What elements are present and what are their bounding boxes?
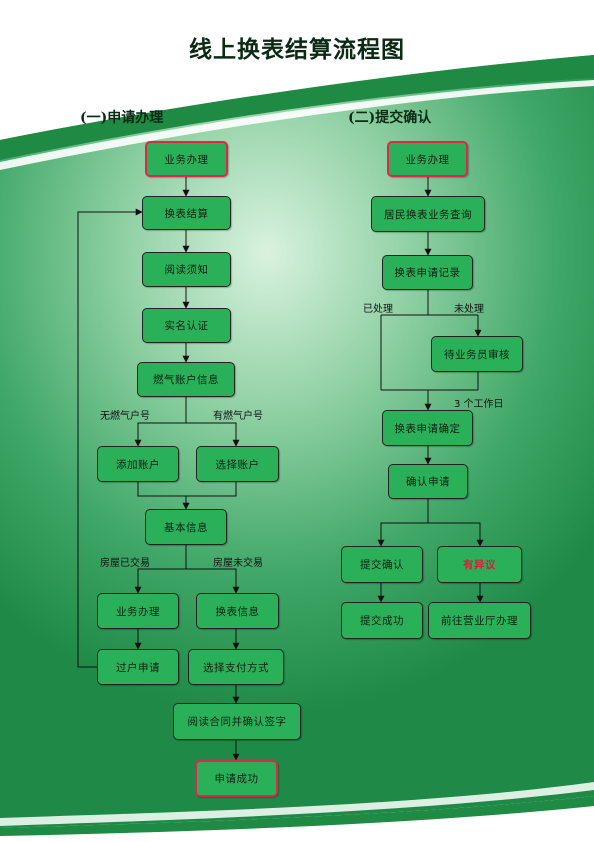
node-apply-success: 申请成功 bbox=[195, 760, 278, 797]
section-title-apply: (一)申请办理 bbox=[80, 110, 164, 126]
node-c-confirm-apply: 确认申请 bbox=[388, 464, 468, 499]
node-basic-info: 基本信息 bbox=[145, 509, 227, 545]
node-realname: 实名认证 bbox=[142, 308, 231, 343]
node-business: 业务办理 bbox=[145, 141, 228, 177]
node-select-account: 选择账户 bbox=[196, 446, 279, 482]
node-c-pending-review: 待业务员审核 bbox=[431, 336, 523, 372]
node-c-resident-query: 居民换表业务查询 bbox=[371, 196, 485, 232]
node-select-payment: 选择支付方式 bbox=[188, 649, 284, 685]
label-unprocessed: 未处理 bbox=[454, 304, 484, 315]
node-read-contract: 阅读合同并确认签字 bbox=[173, 703, 301, 740]
section-title-confirm: (二)提交确认 bbox=[348, 110, 432, 126]
node-read-notice: 阅读须知 bbox=[142, 252, 231, 287]
split-basicinfo-right bbox=[186, 568, 240, 594]
split-gasinfo-right bbox=[186, 422, 240, 447]
node-transfer-apply: 过户申请 bbox=[97, 649, 179, 685]
bottom-swoosh-dark bbox=[0, 796, 594, 836]
node-c-apply-confirm: 换表申请确定 bbox=[382, 410, 473, 446]
bottom-swoosh-light bbox=[0, 782, 594, 826]
label-house-traded: 房屋已交易 bbox=[100, 558, 150, 569]
node-c-submit-confirm: 提交确认 bbox=[341, 546, 423, 583]
node-c-business: 业务办理 bbox=[387, 141, 468, 177]
label-house-untraded: 房屋未交易 bbox=[213, 558, 263, 569]
label-has-account: 有燃气户号 bbox=[213, 411, 263, 422]
split-gasinfo bbox=[134, 397, 187, 447]
node-c-go-hall: 前往营业厅办理 bbox=[428, 602, 531, 639]
label-workdays: 3 个工作日 bbox=[454, 399, 504, 410]
top-swoosh-light bbox=[0, 80, 594, 170]
top-banner bbox=[0, 0, 594, 140]
merge-select-account bbox=[182, 482, 237, 510]
top-swoosh-dark bbox=[0, 55, 594, 160]
node-add-account: 添加账户 bbox=[97, 446, 179, 482]
node-meter-info: 换表信息 bbox=[196, 593, 279, 629]
node-gas-account-info: 燃气账户信息 bbox=[137, 362, 235, 397]
node-c-submit-success: 提交成功 bbox=[341, 602, 423, 639]
merge-add-account bbox=[137, 482, 186, 497]
page-title: 线上换表结算流程图 bbox=[189, 36, 405, 63]
node-business-2: 业务办理 bbox=[97, 593, 179, 629]
split-c-confirm-right bbox=[428, 522, 484, 547]
label-no-account: 无燃气户号 bbox=[100, 411, 150, 422]
node-c-apply-record: 换表申请记录 bbox=[382, 255, 473, 290]
label-processed: 已处理 bbox=[363, 304, 393, 315]
split-c-confirm bbox=[377, 499, 429, 547]
node-meter-settlement: 换表结算 bbox=[142, 196, 231, 230]
loop-transfer-to-settlement bbox=[77, 208, 143, 668]
node-c-objection: 有异议 bbox=[437, 546, 522, 583]
split-basicinfo bbox=[134, 545, 187, 594]
